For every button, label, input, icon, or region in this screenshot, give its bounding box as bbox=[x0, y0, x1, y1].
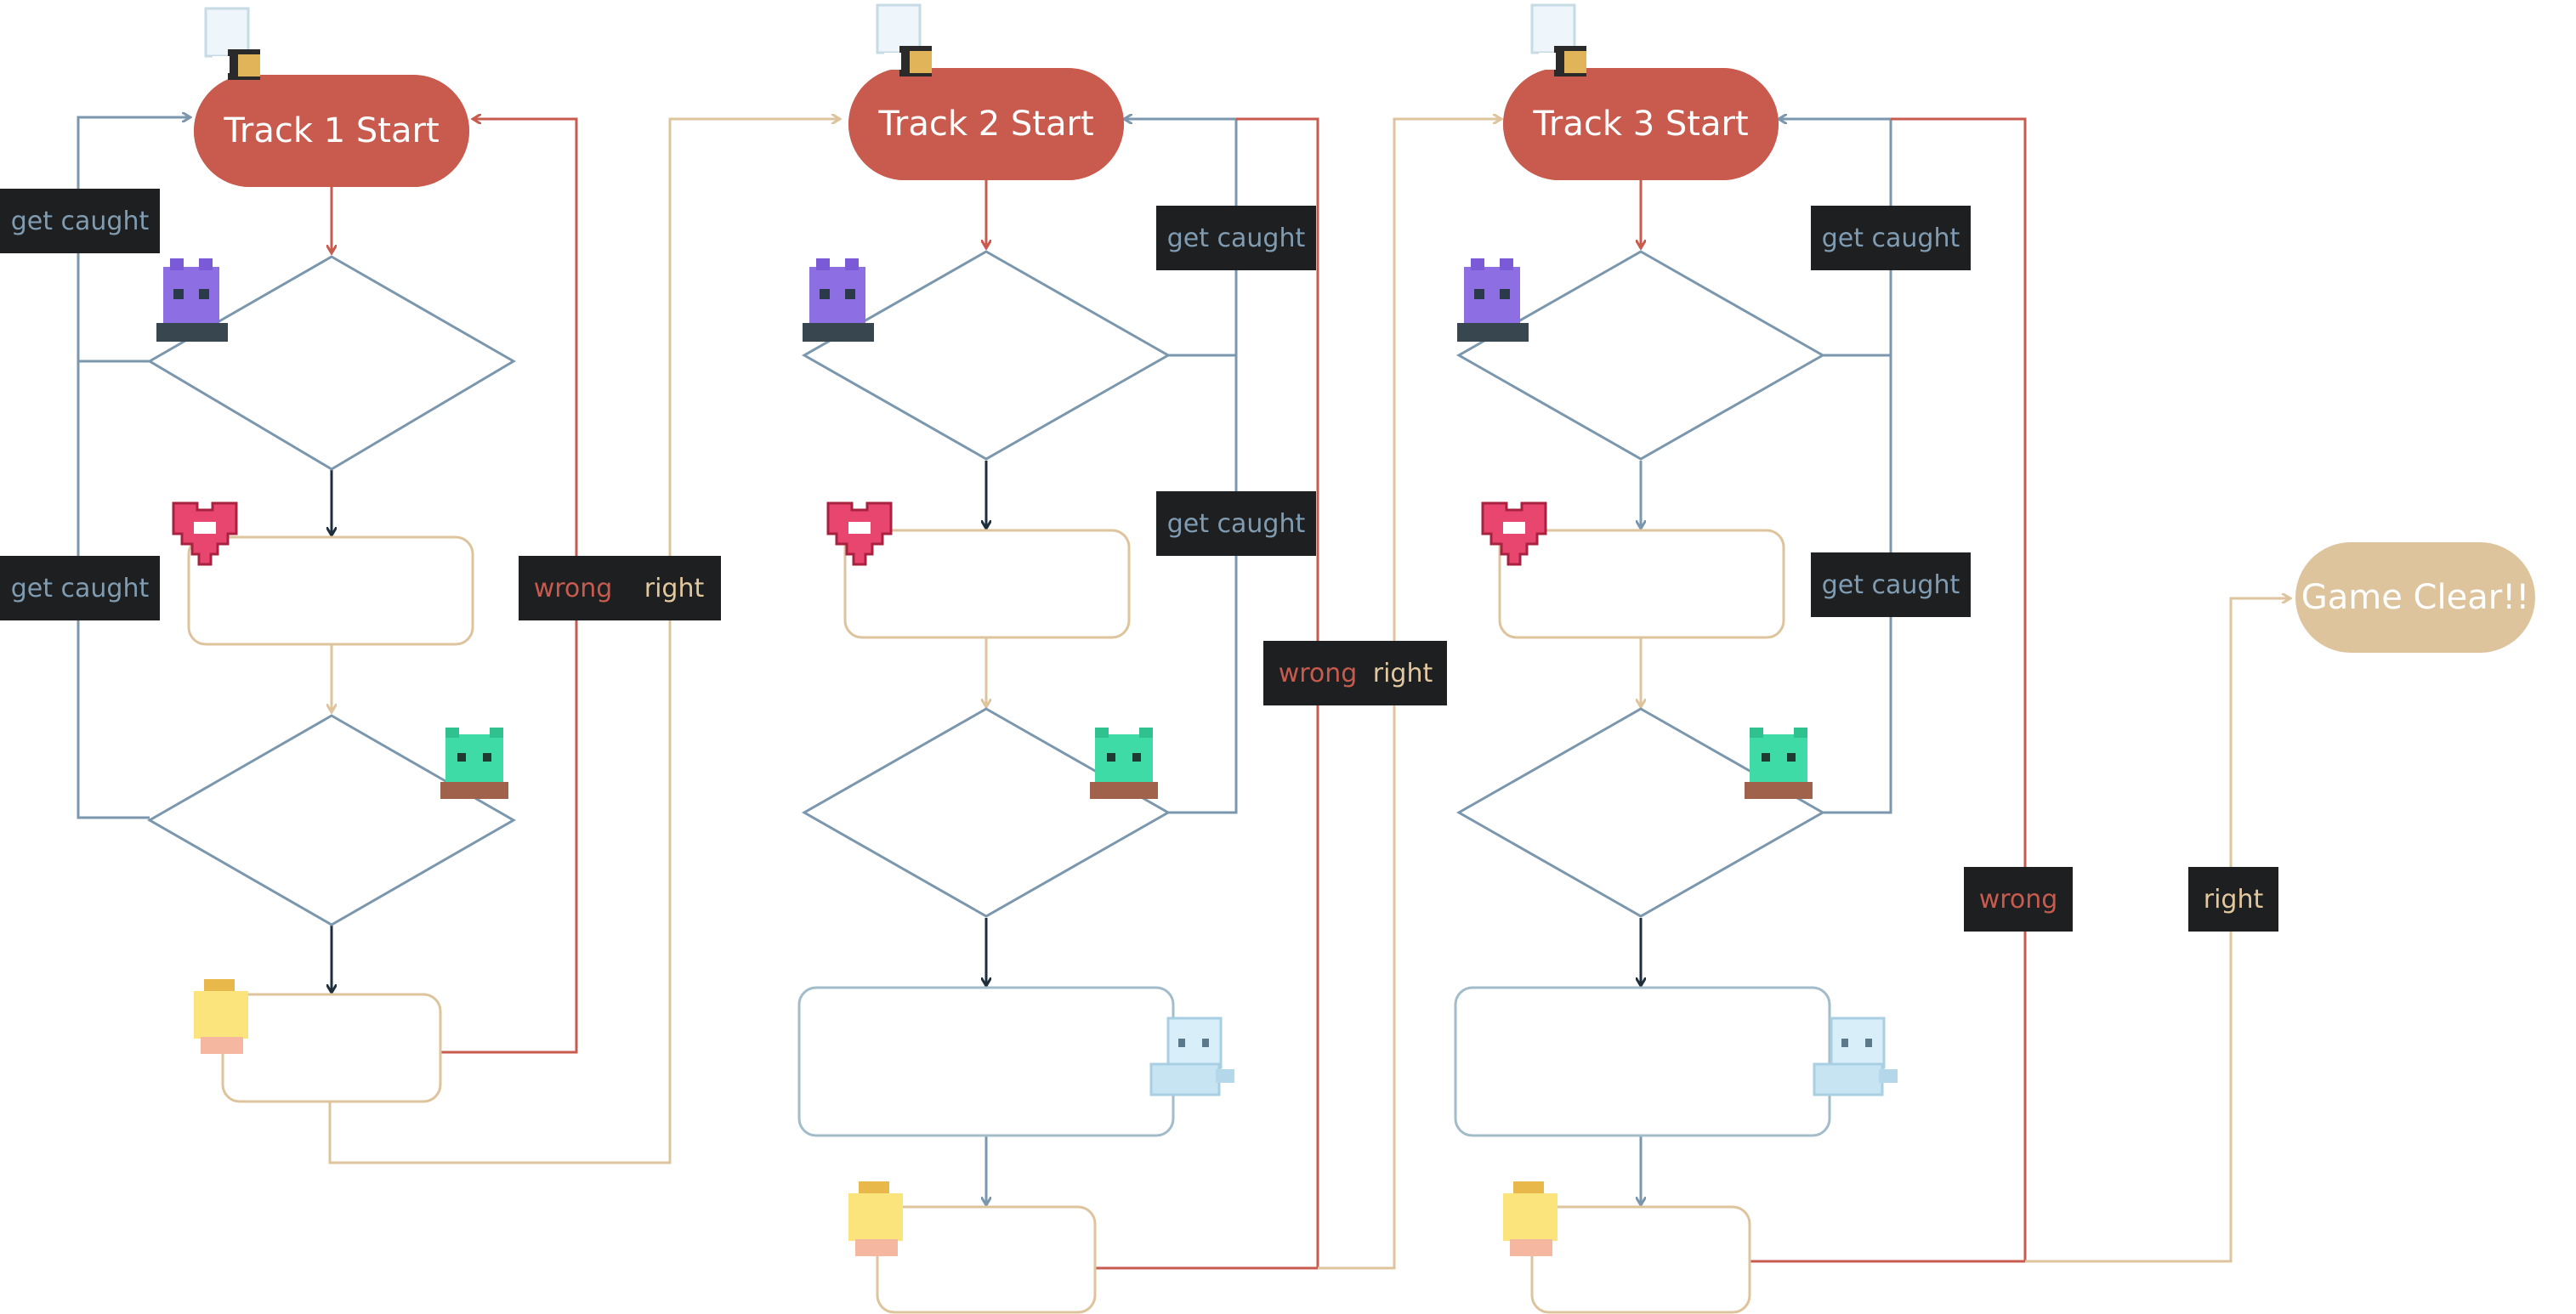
pink-heart-icon bbox=[826, 501, 893, 566]
right-label: right bbox=[2188, 867, 2278, 932]
ice-spirit-icon bbox=[1813, 1017, 1898, 1096]
purple-monster-icon bbox=[803, 258, 874, 342]
ghost-character-icon bbox=[876, 3, 932, 76]
process-node bbox=[1454, 986, 1831, 1137]
get-caught-loop bbox=[1168, 355, 1238, 814]
pink-heart-icon bbox=[172, 501, 238, 566]
right-label: right bbox=[1359, 641, 1447, 705]
track1-start-label: Track 1 Start bbox=[194, 75, 469, 187]
track2-start-label: Track 2 Start bbox=[848, 68, 1124, 180]
process-node bbox=[1498, 529, 1785, 639]
wrong-loop bbox=[1750, 117, 2027, 1263]
get-caught-label: get caught bbox=[1156, 491, 1316, 556]
wrong-label: wrong bbox=[1263, 641, 1372, 705]
track3-start-label: Track 3 Start bbox=[1503, 68, 1779, 180]
yellow-bag-icon bbox=[848, 1181, 903, 1256]
get-caught-label: get caught bbox=[1811, 206, 1971, 270]
get-caught-label: get caught bbox=[0, 556, 160, 620]
process-node bbox=[187, 535, 474, 646]
yellow-bag-icon bbox=[194, 979, 248, 1054]
ghost-character-icon bbox=[1530, 3, 1586, 76]
ghost-character-icon bbox=[204, 7, 260, 80]
game-clear-node: Game Clear!! bbox=[2295, 542, 2535, 653]
get-caught-label: get caught bbox=[1811, 552, 1971, 617]
ice-spirit-icon bbox=[1149, 1017, 1234, 1096]
wrong-label: wrong bbox=[519, 556, 627, 620]
purple-monster-icon bbox=[156, 258, 228, 342]
get-caught-loop bbox=[77, 361, 150, 819]
green-monster-icon bbox=[440, 728, 508, 799]
right-path bbox=[328, 119, 840, 1164]
get-caught-label: get caught bbox=[1156, 206, 1316, 270]
purple-monster-icon bbox=[1457, 258, 1529, 342]
process-node bbox=[797, 986, 1175, 1137]
green-monster-icon bbox=[1090, 728, 1158, 799]
process-node bbox=[876, 1205, 1097, 1314]
process-node bbox=[1530, 1205, 1751, 1314]
wrong-label: wrong bbox=[1964, 867, 2073, 932]
right-label: right bbox=[627, 556, 721, 620]
pink-heart-icon bbox=[1481, 501, 1547, 566]
yellow-bag-icon bbox=[1503, 1181, 1558, 1256]
process-node bbox=[843, 529, 1131, 639]
green-monster-icon bbox=[1745, 728, 1813, 799]
get-caught-label: get caught bbox=[0, 189, 160, 253]
get-caught-loop bbox=[1823, 355, 1892, 814]
